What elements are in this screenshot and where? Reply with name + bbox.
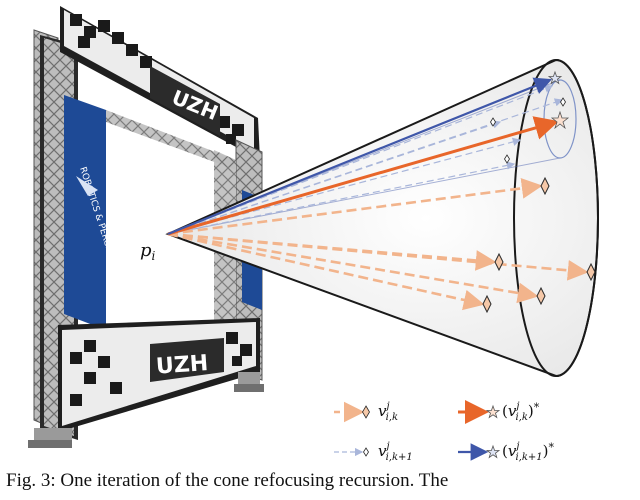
small-diamond-marker [490, 117, 496, 127]
ray-v-k [167, 232, 589, 281]
diamond-marker [482, 294, 492, 314]
gate-left-banner [64, 95, 106, 330]
racing-gate: UZH UZH ROBOTICS & PERCEPTION GROUP [28, 6, 264, 448]
uzh-top-plate [150, 66, 220, 136]
diamond-marker [586, 262, 596, 282]
ray-v-k-plus-1 [167, 120, 502, 235]
legend-small-diamond-icon [363, 447, 369, 457]
rays-v-k [167, 178, 589, 311]
uzh-bottom-text: UZH [155, 351, 209, 380]
small-diamond-marker [504, 154, 510, 164]
ray-v-k-star [167, 116, 559, 236]
diamond-marker [540, 176, 550, 196]
ray-v-k [167, 232, 485, 311]
small-diamond-markers [490, 97, 566, 164]
small-diamond-marker [560, 97, 566, 107]
legend-star-icon [485, 444, 501, 459]
cone-base-ellipse [513, 59, 599, 377]
point-label-p-i: pi [140, 240, 156, 263]
diamond-marker [536, 286, 546, 306]
gate-opening [106, 110, 236, 352]
star-marker-k-plus-1 [547, 70, 563, 85]
diamond-marker [494, 252, 504, 272]
rpg-logo-icon [76, 176, 98, 196]
ray-v-k-plus-1-star [167, 77, 553, 236]
ray-v-k [167, 178, 543, 236]
legend-star-icon [485, 404, 501, 419]
figure-caption: Fig. 3: One iteration of the cone refocu… [6, 470, 449, 491]
ray-v-k [167, 232, 539, 304]
ray-v-k-plus-1 [167, 161, 516, 235]
diamond-markers [482, 176, 596, 314]
star-marker-k [550, 110, 570, 130]
uzh-bottom-plate [150, 338, 224, 382]
legend-diamond-icon [362, 405, 370, 419]
